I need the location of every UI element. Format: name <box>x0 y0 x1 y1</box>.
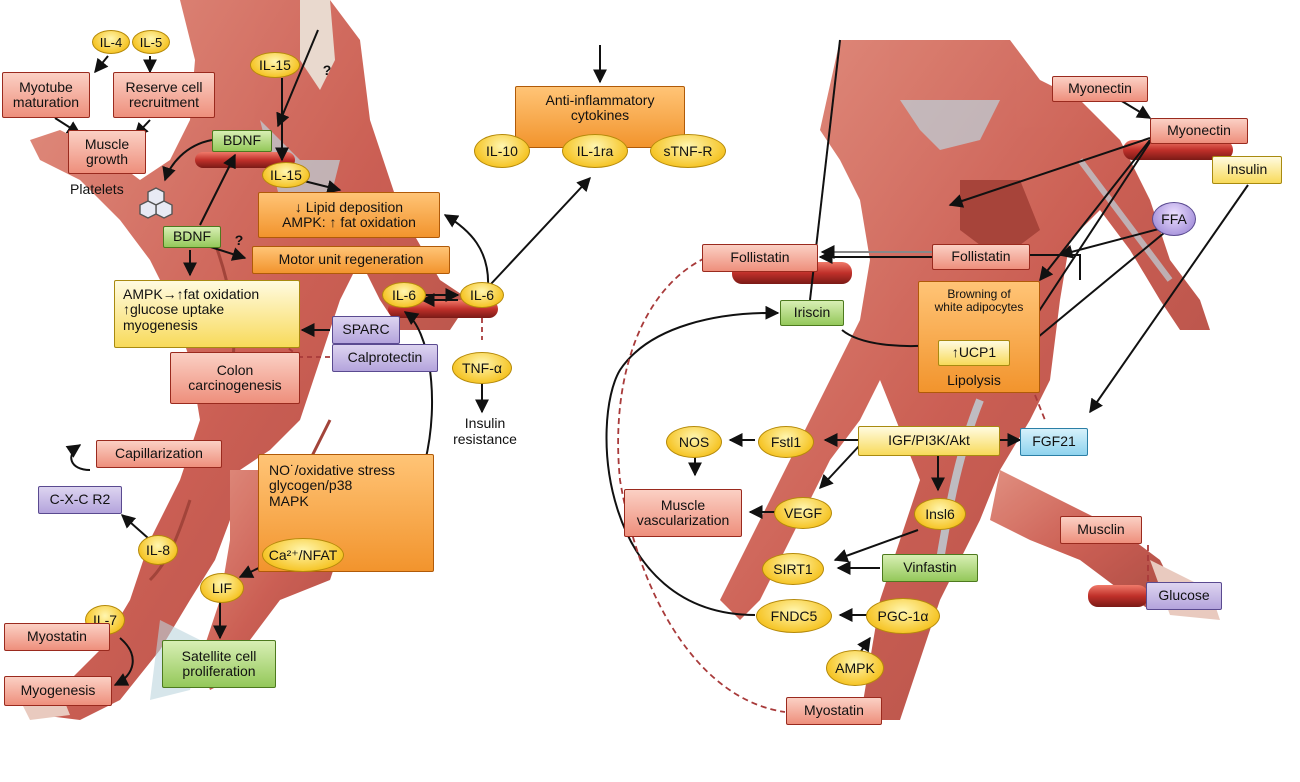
platelets-icon <box>139 187 173 219</box>
lif-cytokine: LIF <box>200 573 244 603</box>
pgc1a-protein: PGC-1α <box>866 598 940 634</box>
ampk-right-enzyme: AMPK <box>826 650 884 686</box>
igf-pi3k-akt-box: IGF/PI3K/Akt <box>858 426 1000 456</box>
cxcr2-box: C-X-C R2 <box>38 486 122 514</box>
bdnf-left-box: BDNF <box>163 226 221 248</box>
glucose-box: Glucose <box>1146 582 1222 610</box>
browning-adipocytes-box: Browning of white adipocytes <box>918 281 1040 393</box>
right-arrows <box>605 39 1249 661</box>
lipolysis-label: Lipolysis <box>947 372 1001 388</box>
follistatin-right-box: Follistatin <box>932 244 1030 270</box>
reserve-cell-box: Reserve cell recruitment <box>113 72 215 118</box>
myotube-maturation-box: Myotube maturation <box>2 72 90 118</box>
il8-cytokine: IL-8 <box>138 535 178 565</box>
nos-enzyme: NOS <box>666 426 722 458</box>
muscle-vascularization-box: Muscle vascularization <box>624 489 742 537</box>
fgf21-box: FGF21 <box>1020 428 1088 456</box>
il1ra-cytokine: IL-1ra <box>562 134 628 168</box>
myonectin-fiber-box: Myonectin <box>1150 118 1248 144</box>
right-inhibition-lines <box>617 257 1149 713</box>
myostatin-right-box: Myostatin <box>786 697 882 725</box>
muscle-growth-box: Muscle growth <box>68 130 146 174</box>
bdnf-top-box: BDNF <box>212 130 272 152</box>
ucp1-box: ↑UCP1 <box>938 340 1010 366</box>
vinfastin-box: Vinfastin <box>882 554 978 582</box>
insl6-factor: Insl6 <box>914 498 966 530</box>
platelets-label: Platelets <box>70 181 124 197</box>
tnf-alpha-cytokine: TNF-α <box>452 352 512 384</box>
stnfr-cytokine: sTNF-R <box>650 134 726 168</box>
colon-carcinogenesis-box: Colon carcinogenesis <box>170 352 300 404</box>
myogenesis-box: Myogenesis <box>4 676 112 706</box>
il15-top-cytokine: IL-15 <box>250 52 300 78</box>
fndc5-protein: FNDC5 <box>756 599 832 633</box>
sirt1-protein: SIRT1 <box>762 553 824 585</box>
myonectin-top-box: Myonectin <box>1052 76 1148 102</box>
musclin-box: Musclin <box>1060 516 1142 544</box>
vegf-factor: VEGF <box>774 497 832 529</box>
motor-unit-regeneration-box: Motor unit regeneration <box>252 246 450 274</box>
il7-cytokine: IL-7 <box>85 605 125 635</box>
unknown-link-marker-top: ? <box>322 62 332 78</box>
myostatin-left-box: Myostatin <box>4 623 110 651</box>
capillarization-box: Capillarization <box>96 440 222 468</box>
lipid-deposition-box: ↓ Lipid deposition AMPK: ↑ fat oxidation <box>258 192 440 238</box>
il6-cytokine-b: IL-6 <box>460 282 504 308</box>
follistatin-left-box: Follistatin <box>702 244 818 272</box>
insulin-resistance-label: Insulin resistance <box>453 415 517 448</box>
unknown-link-marker-mid: ? <box>234 232 244 248</box>
il15-mid-cytokine: IL-15 <box>262 162 310 188</box>
il10-cytokine: IL-10 <box>474 134 530 168</box>
fstl1-protein: Fstl1 <box>758 426 814 458</box>
insulin-box: Insulin <box>1212 156 1282 184</box>
satellite-cell-box: Satellite cell proliferation <box>162 640 276 688</box>
ffa-molecule: FFA <box>1152 202 1196 236</box>
ampk-fat-oxidation-box: AMPK→↑fat oxidation ↑glucose uptake myog… <box>114 280 300 348</box>
il4-cytokine: IL-4 <box>92 30 130 54</box>
sparc-box: SPARC <box>332 316 400 344</box>
ca-nfat-cytokine: Ca²⁺/NFAT <box>262 538 344 572</box>
calprotectin-box: Calprotectin <box>332 344 438 372</box>
anti-inflammatory-box: Anti-inflammatory cytokines <box>515 86 685 148</box>
left-arrows <box>54 29 607 686</box>
iriscin-box: Iriscin <box>780 300 844 326</box>
il5-cytokine: IL-5 <box>132 30 170 54</box>
il6-cytokine-a: IL-6 <box>382 282 426 308</box>
